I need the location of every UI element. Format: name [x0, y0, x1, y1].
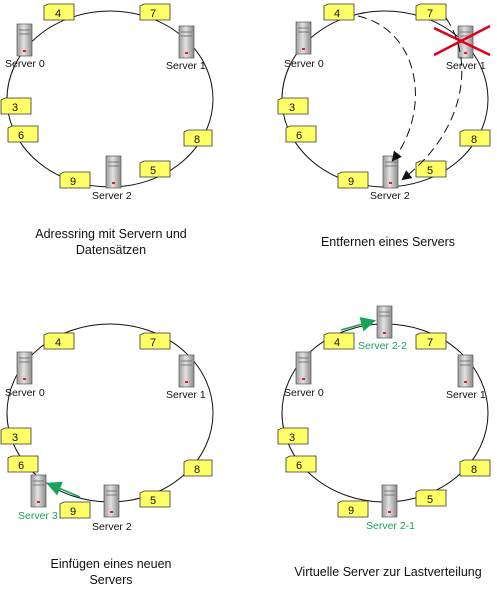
data-item: 3 [0, 97, 32, 115]
svg-text:6: 6 [296, 460, 302, 472]
panel-caption: Datensätzen [76, 243, 146, 257]
svg-text:5: 5 [427, 494, 433, 506]
data-item: 6 [7, 455, 39, 473]
server-icon [295, 21, 312, 55]
server-label: Server 1 [166, 389, 206, 401]
svg-text:5: 5 [150, 495, 156, 507]
data-item: 9 [337, 171, 369, 189]
data-item: 9 [59, 501, 91, 519]
server-label: Server 0 [284, 58, 324, 70]
data-item: 7 [139, 332, 171, 350]
svg-text:7: 7 [427, 8, 433, 20]
remove-cross-icon [433, 24, 491, 57]
data-item: 4 [43, 332, 75, 350]
svg-text:8: 8 [194, 134, 200, 146]
svg-text:4: 4 [334, 8, 340, 20]
data-item: 5 [415, 489, 447, 507]
svg-text:7: 7 [427, 337, 433, 349]
panel-caption: Einfügen eines neuen [51, 557, 172, 571]
server-icon [103, 484, 120, 518]
data-item: 3 [0, 427, 32, 445]
panel-caption: Servers [89, 573, 132, 587]
server-icon [457, 354, 474, 388]
svg-text:4: 4 [334, 337, 340, 349]
server-label: Server 0 [5, 58, 45, 70]
data-item: 4 [323, 3, 355, 21]
server-icon [16, 23, 33, 57]
data-item: 8 [183, 129, 213, 147]
new-server-icon [30, 474, 47, 508]
svg-text:5: 5 [427, 165, 433, 177]
svg-text:8: 8 [471, 464, 477, 476]
server-icon [295, 351, 312, 385]
virtual-server-icon [381, 484, 398, 518]
data-item: 5 [415, 160, 447, 178]
svg-text:5: 5 [150, 165, 156, 177]
server-label: Server 1 [166, 60, 206, 72]
data-item: 5 [139, 160, 171, 178]
new-server-label: Server 3 [18, 510, 58, 522]
data-item: 7 [415, 332, 447, 350]
svg-text:8: 8 [194, 464, 200, 476]
server-label: Server 2 [92, 190, 132, 202]
server-label: Server 1 [446, 60, 486, 72]
virtual-server-icon [376, 305, 393, 339]
server-icon [178, 25, 195, 59]
panel-caption: Adressring mit Servern und [35, 227, 187, 241]
svg-text:6: 6 [296, 130, 302, 142]
data-item: 4 [43, 3, 75, 21]
panel-caption: Entfernen eines Servers [321, 235, 455, 249]
server-label: Server 2 [370, 190, 410, 202]
svg-text:9: 9 [348, 176, 354, 188]
data-item: 7 [139, 3, 171, 21]
svg-text:9: 9 [348, 505, 354, 517]
svg-text:6: 6 [18, 460, 24, 472]
data-item: 8 [459, 459, 491, 477]
svg-text:9: 9 [70, 176, 76, 188]
panel-insert-server: Server 0 Server 1 Server 2 Server 3 4 7 … [0, 323, 214, 587]
svg-text:3: 3 [12, 432, 18, 444]
svg-text:4: 4 [55, 8, 61, 20]
svg-text:3: 3 [12, 102, 18, 114]
data-item: 7 [415, 3, 447, 21]
server-icon [178, 354, 195, 388]
virtual-server-label: Server 2-1 [366, 520, 415, 532]
svg-text:3: 3 [289, 102, 295, 114]
panel-ring-overview: Server 0 Server 1 Server 2 4 7 3 6 8 9 5… [0, 3, 214, 257]
data-item: 8 [459, 129, 491, 147]
insert-arrow [46, 481, 81, 498]
virtual-server-arrow [340, 317, 376, 332]
server-label: Server 0 [284, 387, 324, 399]
server-label: Server 1 [446, 389, 486, 401]
svg-text:7: 7 [150, 8, 156, 20]
panel-virtual-servers: Server 0 Server 1 Server 2-2 Server 2-1 … [277, 305, 491, 579]
panel-caption: Virtuelle Server zur Lastverteilung [294, 565, 481, 579]
svg-text:7: 7 [150, 337, 156, 349]
data-item: 3 [277, 97, 309, 115]
svg-text:9: 9 [70, 506, 76, 518]
data-item: 6 [285, 455, 317, 473]
data-item: 6 [285, 125, 317, 143]
svg-text:3: 3 [289, 432, 295, 444]
data-item: 3 [277, 427, 309, 445]
reassign-arrow [357, 15, 416, 162]
svg-text:8: 8 [471, 134, 477, 146]
svg-text:4: 4 [55, 337, 61, 349]
data-item: 8 [183, 459, 213, 477]
virtual-server-label: Server 2-2 [358, 340, 407, 352]
data-item: 6 [7, 125, 39, 143]
server-icon [105, 155, 122, 189]
server-icon [382, 155, 399, 189]
svg-text:6: 6 [18, 130, 24, 142]
reassign-arrow [401, 17, 463, 181]
data-item: 4 [323, 332, 355, 350]
server-icon [16, 351, 33, 385]
panel-remove-server: Server 0 Server 1 Server 2 4 7 3 6 8 9 5… [277, 3, 491, 249]
data-item: 9 [337, 500, 369, 518]
data-item: 9 [59, 171, 91, 189]
data-item: 5 [139, 490, 171, 508]
server-label: Server 2 [92, 521, 132, 533]
server-label: Server 0 [5, 387, 45, 399]
